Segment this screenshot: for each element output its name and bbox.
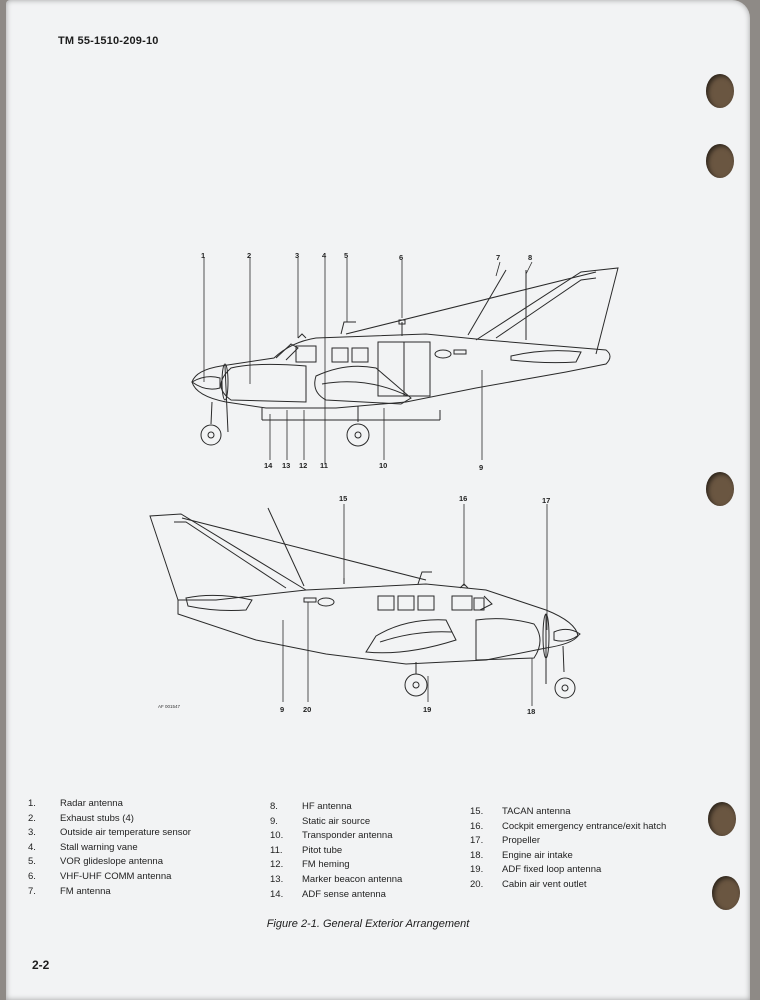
binder-hole: [706, 472, 734, 506]
legend-item: 19.ADF fixed loop antenna: [470, 864, 602, 876]
callout-label: 1: [201, 251, 205, 260]
figure-caption: Figure 2-1. General Exterior Arrangement: [6, 918, 750, 930]
legend-item: 14.ADF sense antenna: [270, 888, 386, 900]
callout-label: 18: [527, 707, 535, 716]
callout-label: 9: [479, 463, 483, 472]
callout-label: 14: [264, 461, 273, 470]
legend-item: 9.Static air source: [270, 815, 371, 827]
legend-item: 3.Outside air temperature sensor: [28, 827, 191, 839]
callout-label: 3: [295, 251, 299, 260]
legend-item: 7.FM antenna: [28, 885, 111, 897]
binder-hole: [706, 144, 734, 178]
callout-label: 6: [399, 253, 403, 262]
callout-label: 12: [299, 461, 307, 470]
legend-item: 13.Marker beacon antenna: [270, 873, 403, 885]
page-number: 2-2: [32, 958, 50, 972]
callout-label: 20: [303, 705, 311, 714]
legend-item: 2.Exhaust stubs (4): [28, 812, 134, 824]
art-code: AF 001547: [158, 704, 181, 709]
callout-label: 8: [528, 253, 532, 262]
legend-item: 6.VHF-UHF COMM antenna: [28, 870, 172, 882]
figure-caption-text: Figure 2-1. General Exterior Arrangement: [266, 918, 470, 930]
legend-column-1: 1.Radar antenna 2.Exhaust stubs (4) 3.Ou…: [28, 797, 191, 899]
callout-label: 5: [344, 251, 348, 260]
legend-item: 18.Engine air intake: [470, 849, 573, 861]
callout-label: 11: [320, 461, 328, 470]
legend-item: 11.Pitot tube: [270, 844, 343, 856]
binder-hole: [706, 74, 734, 108]
legend-column-3: 15.TACAN antenna 16.Cockpit emergency en…: [470, 805, 666, 893]
callout-label: 13: [282, 461, 290, 470]
aircraft-right-side-view: [149, 507, 581, 699]
legend-item: 20.Cabin air vent outlet: [470, 878, 587, 890]
callout-label: 7: [496, 253, 500, 262]
binder-hole: [712, 876, 740, 910]
callout-label: 17: [542, 496, 550, 505]
callout-label: 9: [280, 705, 284, 714]
callout-label: 19: [423, 705, 431, 714]
legend-item: 16.Cockpit emergency entrance/exit hatch: [470, 820, 667, 832]
legend-item: 17.Propeller: [470, 835, 541, 847]
callout-label: 2: [247, 251, 251, 260]
legend-item: 8.HF antenna: [270, 801, 352, 812]
exterior-arrangement-figure: 1 2 3 4 5 6 7 8 14 13 12 11 10 9 15 16 1…: [149, 251, 619, 716]
callout-label: 16: [459, 494, 467, 503]
legend-item: 4.Stall warning vane: [28, 841, 138, 853]
legend-item: 15.TACAN antenna: [470, 806, 571, 817]
legend-item: 5.VOR glideslope antenna: [28, 856, 163, 868]
legend-item: 1.Radar antenna: [28, 798, 123, 809]
legend-column-2: 8.HF antenna 9.Static air source 10.Tran…: [270, 800, 402, 902]
binder-hole: [708, 802, 736, 836]
callout-label: 10: [379, 461, 387, 470]
callout-label: 15: [339, 494, 347, 503]
aircraft-left-side-view: [191, 267, 619, 447]
legend-item: 12.FM heming: [270, 859, 350, 871]
legend-item: 10.Transponder antenna: [270, 830, 393, 842]
document-number: TM 55-1510-209-10: [58, 35, 159, 47]
callout-label: 4: [322, 251, 327, 260]
document-page: TM 55-1510-209-10: [6, 0, 750, 1000]
